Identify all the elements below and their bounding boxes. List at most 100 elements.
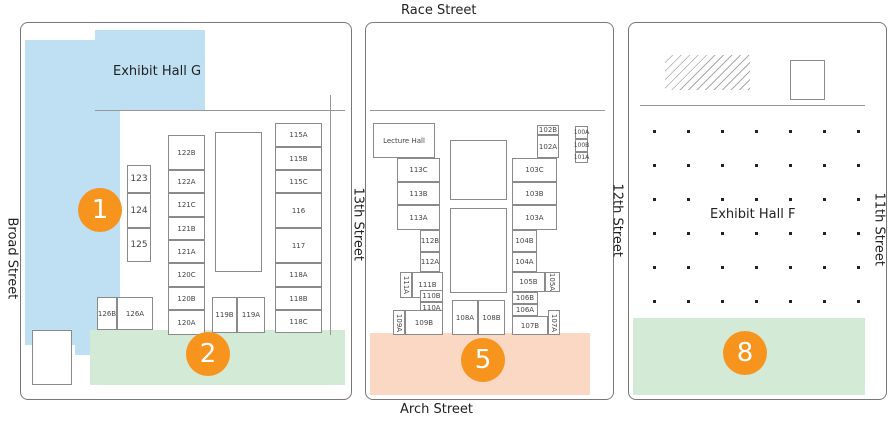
13th-street-label: 13th Street <box>350 187 366 262</box>
room-106a[interactable]: 106A <box>512 304 538 316</box>
room-111a[interactable]: 111A <box>400 272 412 298</box>
column-dot <box>687 232 690 235</box>
column-dot <box>857 198 860 201</box>
room-label: 120C <box>177 271 196 279</box>
room-116[interactable]: 116 <box>275 193 322 228</box>
area-marker-8[interactable]: 8 <box>723 331 767 375</box>
room-103c[interactable]: 103C <box>512 158 557 182</box>
room-label: 101A <box>573 154 590 161</box>
room-101a[interactable]: 101A <box>573 152 590 163</box>
room-121c[interactable]: 121C <box>168 193 205 217</box>
room-label: 118A <box>289 271 308 279</box>
room-label: 119B <box>215 311 234 319</box>
column-dot <box>687 266 690 269</box>
room-label: 117 <box>291 241 306 250</box>
room-100b[interactable]: 100B <box>573 139 590 152</box>
room-121b[interactable]: 121B <box>168 217 205 240</box>
column-dot <box>653 232 656 235</box>
room-label: 103B <box>525 189 544 198</box>
room-109b[interactable]: 109B <box>405 310 443 335</box>
room-102a[interactable]: 102A <box>537 135 559 158</box>
room-118c[interactable]: 118C <box>275 310 322 333</box>
room-119b[interactable]: 119B <box>212 297 237 333</box>
room-label: 111B <box>418 281 437 289</box>
room-109a[interactable]: 109A <box>393 310 405 335</box>
room-126b[interactable]: 126B <box>97 297 117 330</box>
column-dot <box>789 300 792 303</box>
room-122a[interactable]: 122A <box>168 170 205 193</box>
column-dot <box>755 300 758 303</box>
room-112a[interactable]: 112A <box>420 252 440 272</box>
area-marker-2[interactable]: 2 <box>186 332 230 376</box>
room-105b[interactable]: 105B <box>512 272 545 292</box>
room-119a[interactable]: 119A <box>237 297 265 333</box>
annex-box <box>32 330 72 385</box>
room-label: 119A <box>241 311 261 319</box>
column-dot <box>789 232 792 235</box>
room-124[interactable]: 124 <box>127 193 151 228</box>
room-label: 126B <box>97 309 117 318</box>
room-125[interactable]: 125 <box>127 228 151 262</box>
room-label: 108B <box>482 313 501 322</box>
column-dot <box>721 232 724 235</box>
column-dot <box>687 130 690 133</box>
column-dot <box>823 266 826 269</box>
room-label: 113B <box>409 189 428 198</box>
room-112b[interactable]: 112B <box>420 230 440 252</box>
room-118a[interactable]: 118A <box>275 263 322 287</box>
room-122b[interactable]: 122B <box>168 135 205 170</box>
room-103a[interactable]: 103A <box>512 205 557 230</box>
room-113b[interactable]: 113B <box>397 182 440 205</box>
room-110b[interactable]: 110B <box>420 290 443 302</box>
room-106b[interactable]: 106B <box>512 292 538 304</box>
room-108b[interactable]: 108B <box>478 300 505 335</box>
area-marker-5[interactable]: 5 <box>461 338 505 382</box>
room-115b[interactable]: 115B <box>275 147 322 170</box>
column-dot <box>721 266 724 269</box>
room-120b[interactable]: 120B <box>168 287 205 310</box>
room-label: 102A <box>538 142 558 151</box>
room-113a[interactable]: 113A <box>397 205 440 230</box>
room-label: 100B <box>573 142 590 149</box>
room-117[interactable]: 117 <box>275 228 322 263</box>
room-label: 118C <box>289 317 308 326</box>
room-115c[interactable]: 115C <box>275 170 322 193</box>
room-115a[interactable]: 115A <box>275 123 322 147</box>
column-dot <box>823 300 826 303</box>
area-marker-1[interactable]: 1 <box>78 188 122 232</box>
room-118b[interactable]: 118B <box>275 287 322 310</box>
column-dot <box>789 198 792 201</box>
room-120a[interactable]: 120A <box>168 310 205 335</box>
room-label: 108A <box>455 313 475 322</box>
column-dot <box>653 300 656 303</box>
room-103b[interactable]: 103B <box>512 182 557 205</box>
column-dot <box>653 164 656 167</box>
hall-f-boundary <box>640 105 865 106</box>
column-dot <box>823 164 826 167</box>
column-dot <box>755 232 758 235</box>
room-123[interactable]: 123 <box>127 165 151 193</box>
room-label: 105A <box>548 272 557 292</box>
room-100a[interactable]: 100A <box>574 126 589 139</box>
room-label: 126A <box>125 309 145 318</box>
room-104a[interactable]: 104A <box>512 252 537 272</box>
room-label: 115C <box>289 177 308 186</box>
room-label: 115B <box>289 154 308 163</box>
room-121a[interactable]: 121A <box>168 240 205 263</box>
room-113c[interactable]: 113C <box>397 158 440 182</box>
column-dot <box>721 300 724 303</box>
lecture-hall[interactable]: Lecture Hall <box>373 123 435 158</box>
room-label: 124 <box>130 205 148 216</box>
room-107b[interactable]: 107B <box>512 316 548 335</box>
room-120c[interactable]: 120C <box>168 263 205 287</box>
central-hall-west <box>215 132 262 272</box>
race-street-label: Race Street <box>401 3 477 18</box>
room-107a[interactable]: 107A <box>548 310 560 335</box>
12th-street-label: 12th Street <box>609 183 625 258</box>
room-108a[interactable]: 108A <box>452 300 478 335</box>
room-102b[interactable]: 102B <box>537 125 559 135</box>
room-104b[interactable]: 104B <box>512 230 537 252</box>
room-label: 120A <box>177 318 196 327</box>
room-126a[interactable]: 126A <box>117 297 153 330</box>
room-105a[interactable]: 105A <box>545 272 560 292</box>
